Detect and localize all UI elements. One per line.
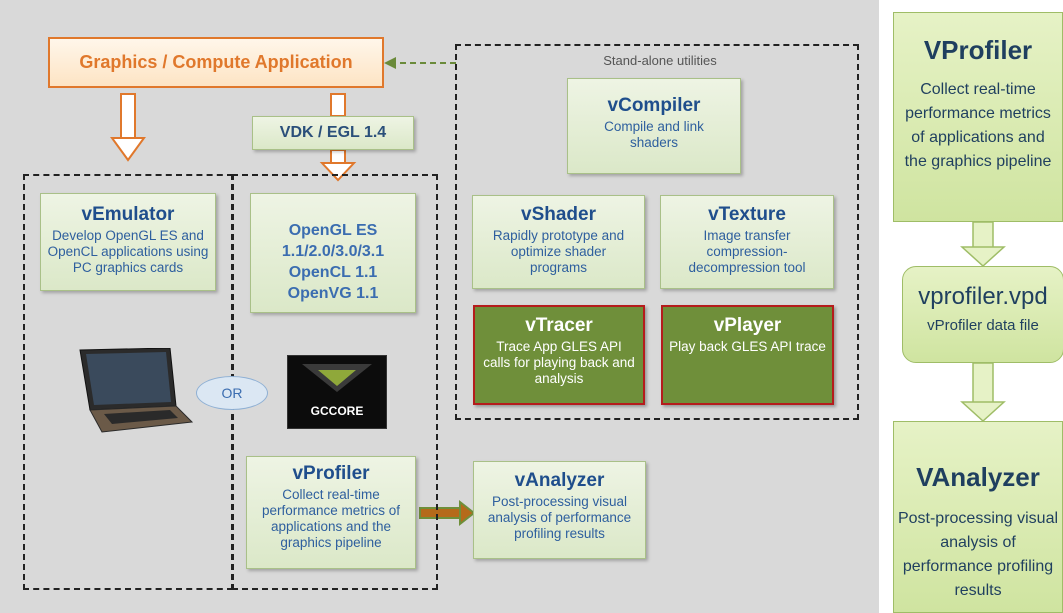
arrow-vdk-to-apis <box>319 149 357 182</box>
tracer-desc: Trace App GLES API calls for playing bac… <box>483 339 635 386</box>
app-title: Graphics / Compute Application <box>79 52 353 72</box>
profiler-left-desc: Collect real-time performance metrics of… <box>261 487 401 550</box>
right-profiler-title: VProfiler <box>923 35 1033 65</box>
vpd-box: vprofiler.vpd vProfiler data file <box>902 266 1063 363</box>
gccore-chip: GCCORE <box>287 355 387 429</box>
right-analyzer-box: VAnalyzer Post-processing visual analysi… <box>893 421 1063 613</box>
arrow-standalone-to-app <box>384 57 456 69</box>
shader-box: vShader Rapidly prototype and optimize s… <box>472 195 645 289</box>
arrow-to-vdk <box>330 93 346 117</box>
api-line-4: OpenVG 1.1 <box>287 285 379 302</box>
arrow-profiler-to-analyzer <box>419 499 476 527</box>
right-profiler-box: VProfiler Collect real-time performance … <box>893 12 1063 222</box>
emulator-title: vEmulator <box>81 204 175 225</box>
right-profiler-desc: Collect real-time performance metrics of… <box>904 81 1052 170</box>
profiler-left-title: vProfiler <box>292 463 370 484</box>
app-box: Graphics / Compute Application <box>48 37 384 88</box>
player-desc: Play back GLES API trace <box>669 339 826 354</box>
vpd-desc: vProfiler data file <box>927 317 1039 334</box>
analyzer-left-box: vAnalyzer Post-processing visual analysi… <box>473 461 646 559</box>
emulator-desc: Develop OpenGL ES and OpenCL application… <box>47 228 209 275</box>
shader-title: vShader <box>521 204 596 225</box>
player-box: vPlayer Play back GLES API trace <box>661 305 834 405</box>
gccore-logo-icon <box>302 364 372 392</box>
api-line-2: 1.1/2.0/3.0/3.1 <box>281 243 385 260</box>
vdk-label: VDK / EGL 1.4 <box>279 124 387 141</box>
standalone-region <box>455 44 859 420</box>
player-title: vPlayer <box>713 315 782 336</box>
or-ellipse: OR <box>196 376 268 410</box>
arrow-vprofiler-to-vpd <box>960 221 1006 268</box>
vpd-title: vprofiler.vpd <box>918 283 1048 310</box>
right-analyzer-desc: Post-processing visual analysis of perfo… <box>897 510 1059 599</box>
texture-desc: Image transfer compression-decompression… <box>688 228 806 275</box>
emulator-box: vEmulator Develop OpenGL ES and OpenCL a… <box>40 193 216 291</box>
compiler-title: vCompiler <box>607 95 701 116</box>
analyzer-left-desc: Post-processing visual analysis of perfo… <box>487 494 632 541</box>
compiler-desc: Compile and link shaders <box>604 119 704 150</box>
api-line-1: OpenGL ES <box>288 222 378 239</box>
vdk-box: VDK / EGL 1.4 <box>252 116 414 150</box>
gccore-label: GCCORE <box>310 404 364 418</box>
tracer-title: vTracer <box>525 315 593 336</box>
standalone-label: Stand-alone utilities <box>603 53 717 68</box>
api-line-3: OpenCL 1.1 <box>288 264 378 281</box>
analyzer-left-title: vAnalyzer <box>514 470 605 491</box>
laptop-image <box>79 348 194 433</box>
arrow-vpd-to-vanalyzer <box>960 362 1006 423</box>
arrow-to-emulator <box>110 93 146 162</box>
texture-box: vTexture Image transfer compression-deco… <box>660 195 834 289</box>
or-label: OR <box>221 385 243 401</box>
tracer-box: vTracer Trace App GLES API calls for pla… <box>473 305 645 405</box>
shader-desc: Rapidly prototype and optimize shader pr… <box>492 228 625 275</box>
apis-box: OpenGL ES 1.1/2.0/3.0/3.1 OpenCL 1.1 Ope… <box>250 193 416 313</box>
right-analyzer-title: VAnalyzer <box>916 462 1040 492</box>
compiler-box: vCompiler Compile and link shaders <box>567 78 741 174</box>
texture-title: vTexture <box>708 204 786 225</box>
profiler-left-box: vProfiler Collect real-time performance … <box>246 456 416 569</box>
